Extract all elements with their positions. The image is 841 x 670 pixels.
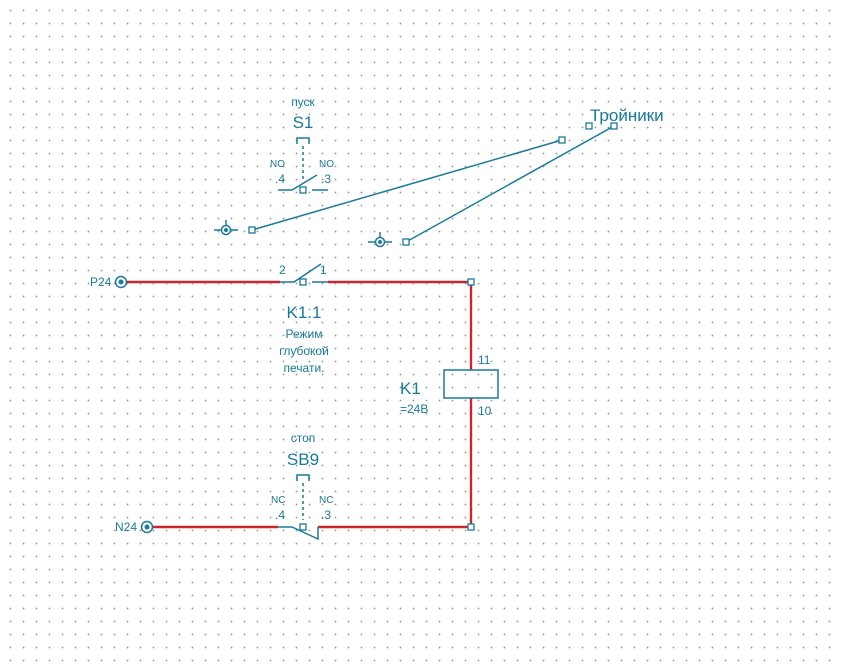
sb9-left-type: NC: [271, 495, 285, 506]
junction-left[interactable]: [220, 224, 232, 236]
s1-actuator-icon: [296, 137, 310, 144]
node-wire-start-2[interactable]: [402, 238, 410, 246]
sb9-name-label: стоп: [291, 431, 316, 445]
wire-coil-to-stop[interactable]: [318, 398, 473, 529]
terminal-p24[interactable]: [114, 275, 128, 289]
s1-left-pin: .4: [275, 172, 285, 186]
s1-right-pin: .3: [321, 172, 331, 186]
sb9-right-pin: .3: [321, 508, 331, 522]
sb9-tag: SB9: [287, 450, 319, 469]
k1-1-desc-line-2: глубокой: [279, 344, 329, 358]
wire-s1-to-tee-2[interactable]: [405, 125, 615, 243]
node-s1-contact[interactable]: [299, 186, 307, 194]
sb9-actuator-icon: [296, 474, 310, 481]
k1-pin-bottom: 10: [478, 404, 492, 418]
node-sb9-left[interactable]: [299, 523, 307, 531]
k1-coil-icon[interactable]: [443, 369, 499, 399]
terminal-n24-label: N24: [115, 520, 137, 534]
k1-pin-top: 11: [478, 353, 491, 367]
s1-tag: S1: [293, 113, 314, 132]
node-tee-3[interactable]: [585, 122, 593, 130]
s1-contact-icon[interactable]: [278, 174, 328, 191]
sb9-contact-icon[interactable]: [278, 526, 319, 541]
terminal-n24[interactable]: [140, 520, 154, 534]
node-wire-start-1[interactable]: [248, 226, 256, 234]
k1-1-tag: K1.1: [287, 303, 322, 322]
k1-tag: K1: [400, 379, 421, 398]
terminal-p24-label: P24: [90, 275, 112, 289]
k1-1-contact-icon[interactable]: [280, 263, 328, 283]
k1-1-desc-line-3: печати.: [284, 361, 325, 375]
wire-k1-1-to-coil[interactable]: [328, 280, 473, 370]
wire-s1-to-tee-1[interactable]: [251, 139, 563, 231]
node-tee-2[interactable]: [610, 122, 618, 130]
sb9-left-pin: .4: [275, 508, 285, 522]
k1-1-desc-line-1: Режим: [286, 327, 323, 341]
s1-right-type: NO: [319, 159, 334, 170]
sb9-right-type: NC: [319, 495, 333, 506]
node-tee-1[interactable]: [558, 136, 566, 144]
node-k1-1-left[interactable]: [299, 278, 307, 286]
k1-rating: =24В: [400, 402, 428, 416]
k1-1-pin-left: 2: [279, 263, 286, 277]
junction-right[interactable]: [374, 236, 386, 248]
s1-left-type: NO: [270, 159, 285, 170]
k1-1-pin-right: 1: [320, 263, 327, 277]
node-corner-bottom[interactable]: [467, 523, 475, 531]
s1-name-label: пуск: [291, 95, 315, 109]
node-corner-top[interactable]: [467, 278, 475, 286]
tees-label: Тройники: [590, 106, 664, 125]
